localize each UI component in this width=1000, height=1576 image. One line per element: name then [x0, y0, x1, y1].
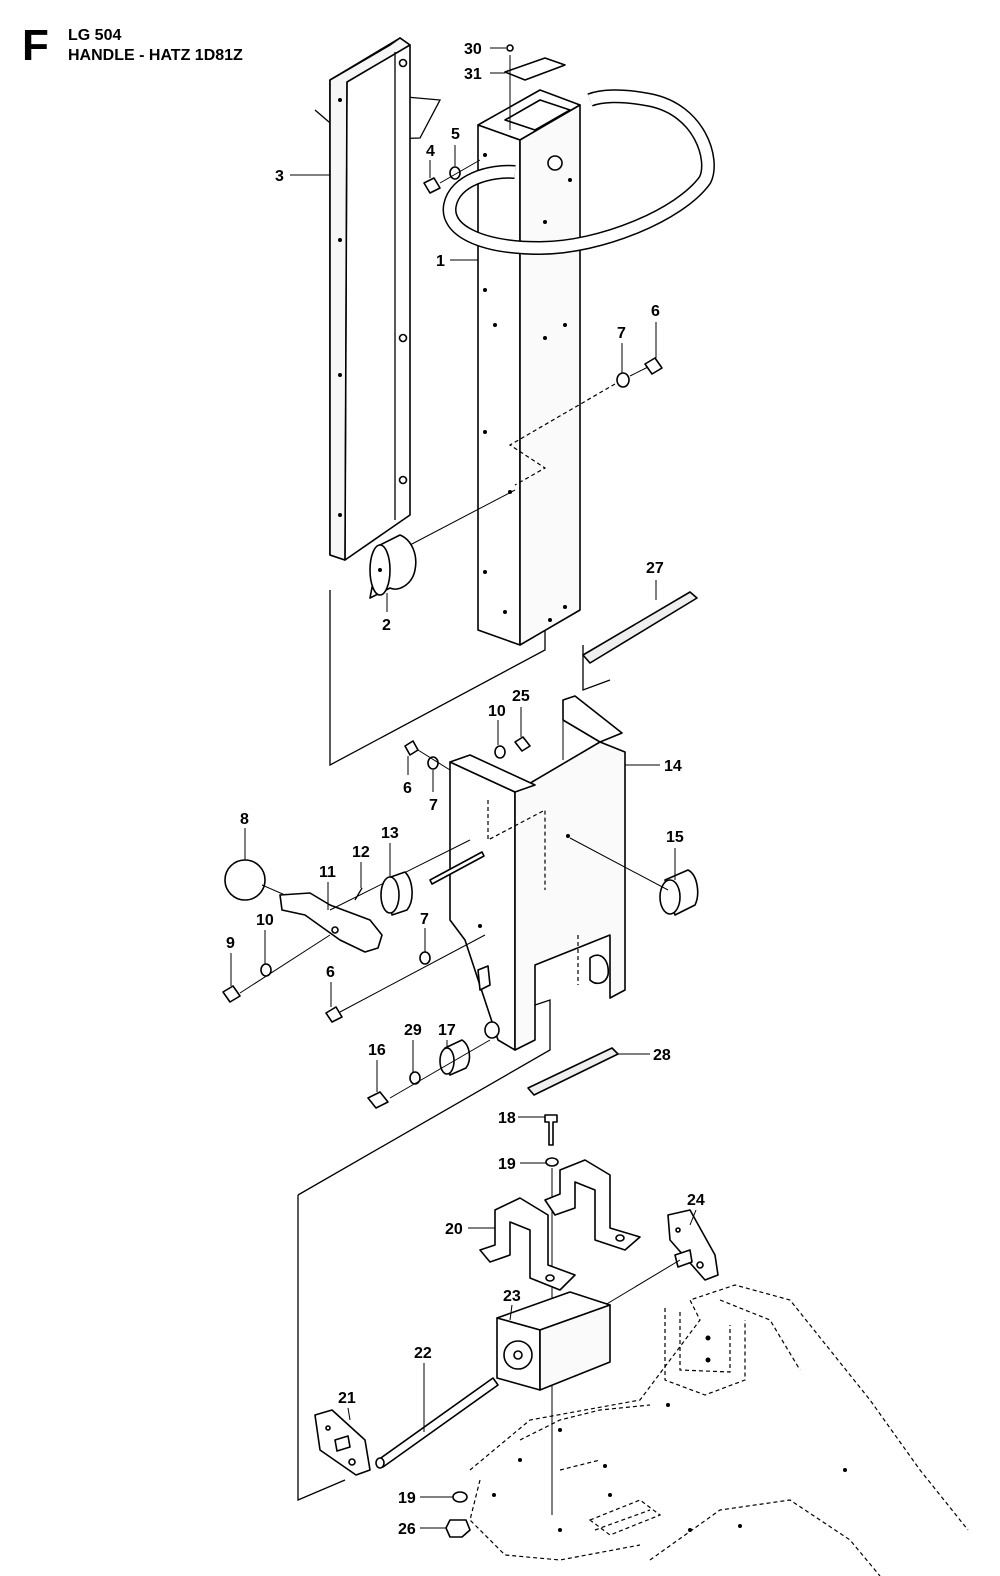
callout-26: 26 — [398, 1521, 416, 1538]
callout-labels: 30 31 3 5 4 1 6 7 2 27 25 10 14 6 7 8 13… — [226, 41, 705, 1538]
callout-6-middle: 6 — [403, 780, 412, 797]
part-20-bracket-a — [479, 1197, 576, 1291]
handle-loop — [442, 89, 715, 256]
callout-10-lower: 10 — [256, 912, 274, 929]
callout-19-upper: 19 — [498, 1156, 516, 1173]
part-15-buffer — [569, 837, 699, 916]
diagram-title: HANDLE - HATZ 1D81Z — [68, 47, 243, 64]
bolt-line — [409, 489, 516, 546]
callout-27: 27 — [646, 560, 664, 577]
part-7-washer-lower — [419, 951, 431, 965]
callout-31: 31 — [464, 66, 482, 83]
callout-5: 5 — [451, 126, 460, 143]
callout-7-lower: 7 — [420, 911, 429, 928]
callout-11: 11 — [319, 864, 336, 881]
callout-9: 9 — [226, 935, 235, 952]
section-letter: F — [22, 21, 49, 70]
part-8-knob — [224, 859, 286, 901]
part-27-bar — [582, 591, 698, 664]
part-19-washer-lower — [452, 1491, 468, 1503]
callout-25: 25 — [512, 688, 530, 705]
part-25-nut — [514, 736, 531, 752]
callout-2: 2 — [382, 617, 391, 634]
part-11-lever — [279, 839, 471, 953]
callout-3: 3 — [275, 168, 284, 185]
callout-18: 18 — [498, 1110, 516, 1127]
frame-dashed-outline — [469, 1284, 969, 1576]
part-5-washer — [439, 159, 481, 184]
callout-1: 1 — [436, 253, 445, 270]
callout-15: 15 — [666, 829, 684, 846]
part-16-bolt — [367, 1091, 389, 1109]
part-6-bolt-middle — [404, 740, 419, 756]
part-17-bushing — [389, 1039, 491, 1099]
part-3-channel — [329, 37, 411, 561]
part-12-pin — [354, 887, 363, 901]
part-7-washer-upper — [616, 372, 630, 388]
part-10-washer-lower — [239, 934, 331, 994]
part-4-bolt — [423, 177, 441, 194]
part-29-washer — [409, 1071, 421, 1085]
part-14-housing — [449, 695, 626, 1051]
part-22-rod — [375, 1377, 499, 1469]
part-9-nut — [222, 985, 241, 1003]
model-name: LG 504 — [68, 27, 122, 44]
callout-12: 12 — [352, 844, 370, 861]
callout-8: 8 — [240, 811, 249, 828]
part-31-plate — [504, 55, 566, 130]
callout-10-upper: 10 — [488, 703, 506, 720]
callout-14: 14 — [664, 758, 682, 775]
callout-17: 17 — [438, 1022, 456, 1039]
callout-4: 4 — [426, 143, 435, 160]
callout-30: 30 — [464, 41, 482, 58]
callout-24: 24 — [687, 1192, 705, 1209]
part-21-plate — [314, 1409, 371, 1476]
part-24-plate — [604, 1209, 719, 1306]
callout-7-middle: 7 — [429, 797, 438, 814]
callout-13: 13 — [381, 825, 399, 842]
dashed-bolt-path — [508, 383, 616, 486]
callout-28: 28 — [653, 1047, 671, 1064]
part-2-buffer — [369, 534, 417, 599]
callout-16: 16 — [368, 1042, 386, 1059]
part-18-bolt — [544, 1114, 558, 1146]
callout-22: 22 — [414, 1345, 432, 1362]
callout-7-upper: 7 — [617, 325, 626, 342]
callout-29: 29 — [404, 1022, 422, 1039]
part-20-bracket-b — [544, 1159, 641, 1251]
callout-6-upper: 6 — [651, 303, 660, 320]
part-23-block — [496, 1291, 611, 1391]
leader-lines — [230, 47, 697, 1529]
part-26-nut — [445, 1519, 471, 1538]
callout-23: 23 — [503, 1288, 521, 1305]
part-10-washer-upper — [494, 745, 506, 759]
part-7-washer-middle — [417, 749, 451, 771]
callout-21: 21 — [338, 1390, 356, 1407]
callout-19-lower: 19 — [398, 1490, 416, 1507]
callout-20: 20 — [445, 1221, 463, 1238]
callout-6-lower: 6 — [326, 964, 335, 981]
part-30-screw — [506, 44, 514, 52]
part-6-bolt-upper — [629, 357, 663, 377]
part-6-bolt-lower — [325, 934, 486, 1023]
